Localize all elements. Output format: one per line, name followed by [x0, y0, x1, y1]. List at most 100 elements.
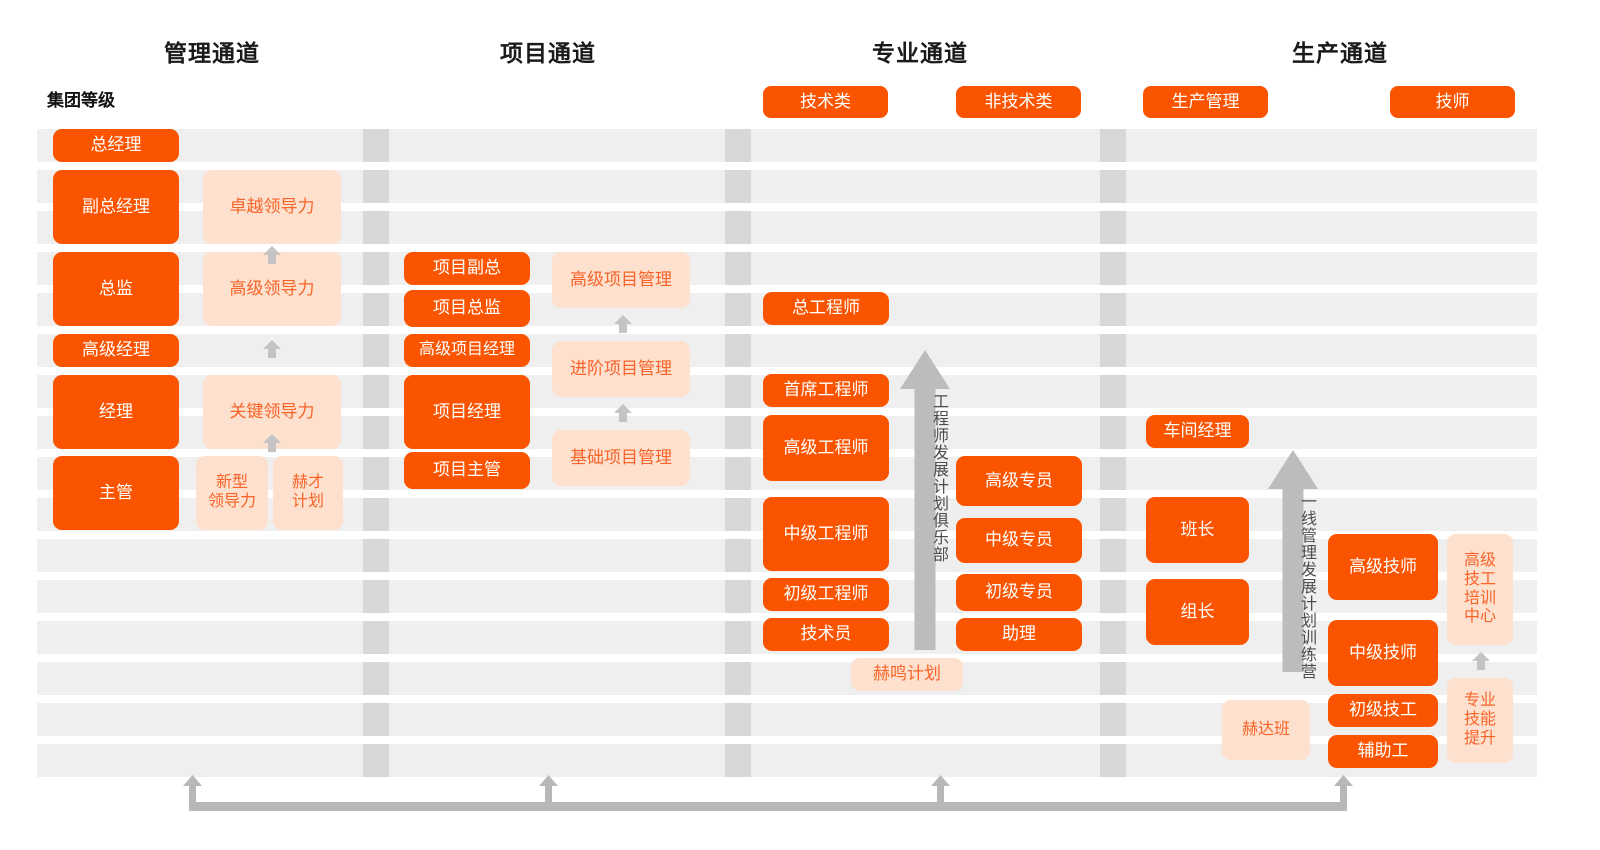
column-separator	[1100, 539, 1126, 572]
position-pill[interactable]: 项目总监	[404, 290, 530, 327]
position-pill[interactable]: 组长	[1146, 579, 1249, 645]
column-separator	[725, 334, 751, 367]
column-separator	[363, 211, 389, 244]
column-separator	[725, 703, 751, 736]
flow-up-arrow-4	[1334, 775, 1353, 811]
position-pill[interactable]: 中级工程师	[763, 497, 889, 571]
column-separator	[1100, 334, 1126, 367]
position-pill[interactable]: 高级项目经理	[404, 334, 530, 367]
column-separator	[363, 621, 389, 654]
position-pill[interactable]: 中级专员	[956, 518, 1082, 563]
position-pill[interactable]: 初级工程师	[763, 578, 889, 611]
column-separator	[363, 375, 389, 408]
program-pill[interactable]: 赫鸣计划	[851, 658, 963, 691]
program-pill[interactable]: 高级领导力	[203, 252, 341, 326]
column-separator	[1100, 375, 1126, 408]
flow-up-arrow-2	[539, 775, 558, 811]
column-separator	[363, 293, 389, 326]
up-arrow-icon	[261, 244, 283, 266]
column-separator	[363, 457, 389, 490]
position-pill[interactable]: 高级技师	[1328, 534, 1438, 600]
position-pill[interactable]: 高级工程师	[763, 415, 889, 481]
program-pill[interactable]: 新型 领导力	[196, 456, 268, 530]
position-pill[interactable]: 初级技工	[1328, 694, 1438, 727]
column-separator	[1100, 662, 1126, 695]
column-separator	[1100, 498, 1126, 531]
flow-up-arrow-3	[931, 775, 950, 811]
program-pill[interactable]: 进阶项目管理	[552, 341, 690, 397]
up-arrow-icon	[261, 432, 283, 454]
column-separator	[1100, 252, 1126, 285]
column-separator	[1100, 129, 1126, 162]
category-pill-2[interactable]: 非技术类	[956, 86, 1081, 118]
program-pill[interactable]: 高级 技工 培训 中心	[1447, 534, 1513, 645]
up-arrow-icon	[1470, 650, 1492, 672]
column-separator	[1100, 580, 1126, 613]
position-pill[interactable]: 总监	[53, 252, 179, 326]
position-pill[interactable]: 主管	[53, 456, 179, 530]
grid-row	[37, 334, 1537, 367]
column-separator	[725, 375, 751, 408]
up-arrow-icon	[612, 402, 634, 424]
frontline-management-arrow: 一线管理发展计划训练营	[1268, 450, 1318, 680]
up-arrow-icon	[612, 313, 634, 335]
column-separator	[1100, 457, 1126, 490]
position-pill[interactable]: 中级技师	[1328, 620, 1438, 686]
flow-bar	[190, 802, 1345, 811]
category-pill-4[interactable]: 技师	[1390, 86, 1515, 118]
column-separator	[1100, 744, 1126, 777]
program-pill[interactable]: 高级项目管理	[552, 252, 690, 308]
column-separator	[725, 580, 751, 613]
position-pill[interactable]: 班长	[1146, 497, 1249, 563]
position-pill[interactable]: 助理	[956, 618, 1082, 651]
program-pill[interactable]: 赫达班	[1222, 700, 1310, 760]
column-separator	[725, 170, 751, 203]
program-pill[interactable]: 专业 技能 提升	[1447, 678, 1513, 763]
column-separator	[725, 744, 751, 777]
column-separator	[363, 744, 389, 777]
category-pill-1[interactable]: 技术类	[763, 86, 888, 118]
column-separator	[1100, 416, 1126, 449]
category-pill-3[interactable]: 生产管理	[1143, 86, 1268, 118]
channel-title-4: 生产通道	[1292, 40, 1388, 66]
position-pill[interactable]: 首席工程师	[763, 374, 889, 407]
position-pill[interactable]: 高级经理	[53, 334, 179, 367]
position-pill[interactable]: 车间经理	[1146, 415, 1249, 448]
column-separator	[363, 580, 389, 613]
grade-label: 集团等级	[47, 91, 115, 110]
grid-row	[37, 129, 1537, 162]
position-pill[interactable]: 辅助工	[1328, 735, 1438, 768]
column-separator	[363, 416, 389, 449]
column-separator	[1100, 621, 1126, 654]
program-pill[interactable]: 卓越领导力	[203, 170, 341, 244]
position-pill[interactable]: 总工程师	[763, 292, 889, 325]
position-pill[interactable]: 项目副总	[404, 252, 530, 285]
position-pill[interactable]: 初级专员	[956, 574, 1082, 611]
position-pill[interactable]: 副总经理	[53, 170, 179, 244]
column-separator	[363, 662, 389, 695]
position-pill[interactable]: 技术员	[763, 618, 889, 651]
column-separator	[363, 703, 389, 736]
column-separator	[725, 539, 751, 572]
column-separator	[725, 416, 751, 449]
column-separator	[363, 498, 389, 531]
column-separator	[363, 170, 389, 203]
channel-title-1: 管理通道	[164, 40, 260, 66]
program-pill[interactable]: 赫才 计划	[273, 456, 343, 530]
column-separator	[363, 252, 389, 285]
position-pill[interactable]: 项目主管	[404, 452, 530, 489]
position-pill[interactable]: 项目经理	[404, 375, 530, 449]
column-separator	[725, 498, 751, 531]
column-separator	[1100, 170, 1126, 203]
position-pill[interactable]: 高级专员	[956, 456, 1082, 506]
engineer-development-arrow-label: 工程师发展计划俱乐部	[930, 393, 947, 563]
position-pill[interactable]: 经理	[53, 375, 179, 449]
grid-row	[37, 703, 1537, 736]
up-arrow-icon	[261, 338, 283, 360]
channel-title-3: 专业通道	[872, 40, 968, 66]
column-separator	[725, 129, 751, 162]
position-pill[interactable]: 总经理	[53, 129, 179, 162]
column-separator	[1100, 703, 1126, 736]
column-separator	[725, 621, 751, 654]
program-pill[interactable]: 基础项目管理	[552, 430, 690, 486]
